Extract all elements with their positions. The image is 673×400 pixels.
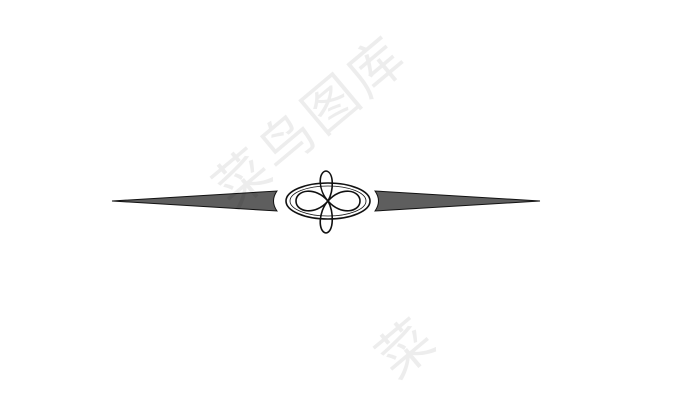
right-spike: [373, 190, 541, 212]
left-spike: [111, 190, 279, 212]
knot-icon: [285, 170, 371, 234]
